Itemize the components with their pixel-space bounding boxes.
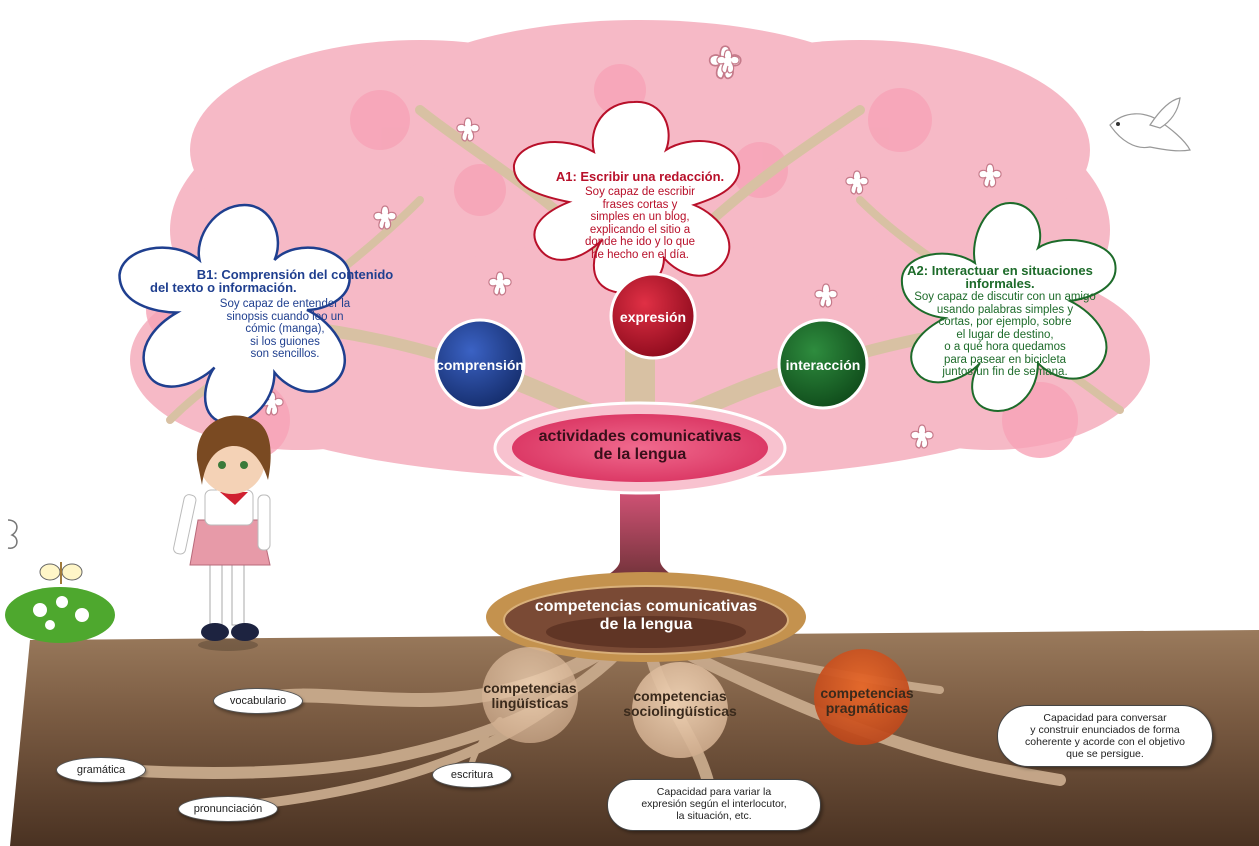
activities-ellipse-inner <box>512 414 768 482</box>
vocabulario-bubble: vocabulario <box>213 688 303 714</box>
a2-body-line-2: usando palabras simples y <box>936 303 1074 316</box>
flower-a2-shape <box>900 201 1117 412</box>
a2-body-line-6: para pasear en bicicleta <box>943 353 1067 366</box>
socio-desc-line-1: Capacidad para variar la <box>656 786 772 798</box>
b1-body-line-5: son sencillos. <box>250 348 320 360</box>
linguisticas-circle <box>482 647 578 743</box>
a1-body-line-6: he hecho en el día. <box>591 248 689 261</box>
a1-title: A1: Escribir una redacción. <box>555 169 725 184</box>
b1-body-line-1: Soy capaz de entender la <box>219 298 351 310</box>
activities-label-line2: de la lengua <box>593 446 687 463</box>
linguisticas-line1: competencias <box>483 680 577 696</box>
a1-body-line-4: explicando el sitio a <box>589 223 691 236</box>
pragmaticas-line2: pragmáticas <box>825 700 909 716</box>
girl-character <box>173 415 271 651</box>
gramatica-bubble: gramática <box>56 757 146 783</box>
socio-desc-line-3: la situación, etc. <box>676 810 752 822</box>
b1-title-line2: del texto o información. <box>150 280 297 295</box>
linguisticas-label: competencias lingüísticas <box>455 681 605 711</box>
prag-desc-line-2: y construir enunciados de forma <box>1030 724 1180 736</box>
expresion-circle <box>609 272 697 360</box>
pronunciacion-bubble: pronunciación <box>178 796 278 822</box>
socio-desc-line-2: expresión según el interlocutor, <box>641 798 787 810</box>
dove-icon <box>1109 97 1191 152</box>
pragmaticas-label: competencias pragmáticas <box>792 686 942 716</box>
flower-bush <box>5 587 115 643</box>
activities-label-line1: actividades comunicativas <box>538 428 742 445</box>
sociolinguisticas-line1: competencias <box>633 688 727 704</box>
sociolinguisticas-label: competencias sociolingüísticas <box>600 689 760 719</box>
butterfly-icon <box>39 562 83 584</box>
pragmaticas-circle <box>814 649 910 745</box>
sociolinguisticas-circle <box>632 662 728 758</box>
butterfly-partial-icon <box>7 519 18 549</box>
pragmaticas-line1: competencias <box>820 685 914 701</box>
flower-a1-shape <box>512 100 741 295</box>
a2-body-line-7: juntos un fin de semana. <box>942 366 1068 378</box>
b1-body-line-3: cómic (manga), <box>245 323 325 335</box>
a2-body-line-1: Soy capaz de discutir con un amigo <box>914 291 1096 303</box>
b1-body-line-4: si los guiones <box>250 335 320 348</box>
escritura-bubble: escritura <box>432 762 512 788</box>
competences-label-line2: de la lengua <box>599 616 693 633</box>
competences-label-line1: competencias comunicativas <box>534 598 758 615</box>
prag-desc-line-4: que se persigue. <box>1066 748 1144 760</box>
a2-body-line-4: el lugar de destino, <box>956 328 1054 341</box>
prag-desc-line-3: coherente y acorde con el objetivo <box>1025 736 1185 748</box>
sociolinguisticas-line2: sociolingüísticas <box>623 703 737 719</box>
b1-title-line1: B1: Comprensión del contenido <box>196 267 394 282</box>
trunk-channel <box>580 470 700 600</box>
a1-body-line-5: donde he ido y lo que <box>585 236 695 248</box>
a2-body-line-5: o a qué hora quedamos <box>944 341 1066 353</box>
expresion-label: expresión <box>619 309 687 325</box>
a2-body-line-3: cortas, por ejemplo, sobre <box>938 316 1072 328</box>
a1-body-line-1: Soy capaz de escribir <box>585 186 695 198</box>
a2-title-line1: A2: Interactuar en situaciones <box>907 263 1093 278</box>
comprension-circle <box>434 318 526 410</box>
a1-body-line-3: simples en un blog, <box>590 211 690 223</box>
linguisticas-line2: lingüísticas <box>491 695 569 711</box>
a2-title-line2: informales. <box>965 276 1035 291</box>
interaccion-label: interacción <box>785 357 861 373</box>
b1-body-line-2: sinopsis cuando leo un <box>226 310 344 323</box>
a1-body-line-2: frases cortas y <box>602 198 678 211</box>
comprension-label: comprensión <box>436 357 524 373</box>
interaccion-circle <box>777 318 869 410</box>
prag-desc-line-1: Capacidad para conversar <box>1043 712 1167 724</box>
